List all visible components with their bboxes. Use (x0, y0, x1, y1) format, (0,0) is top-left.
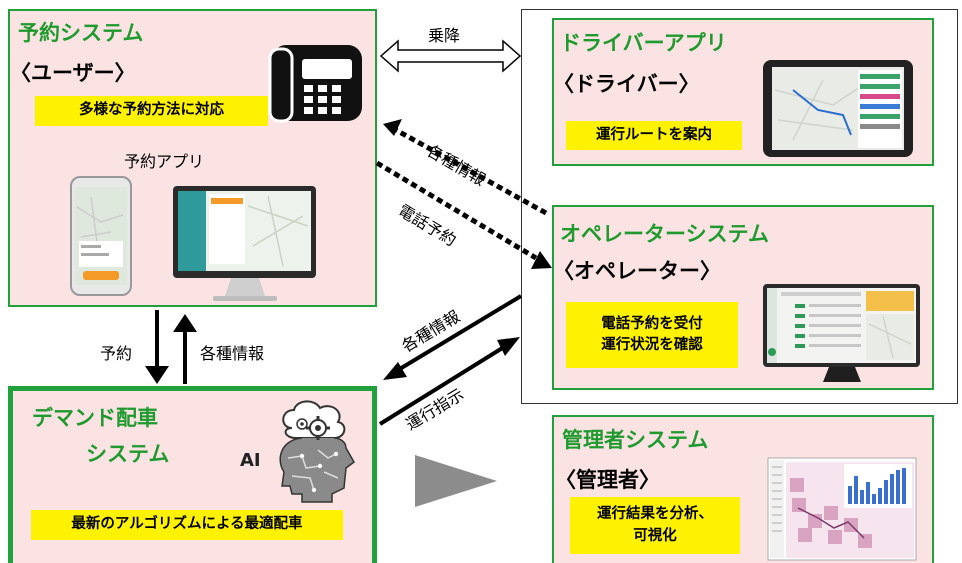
operation-order-label: 運行指示 (402, 384, 468, 434)
operator-feature: 電話予約を受付 運行状況を確認 (566, 302, 738, 368)
admin-role: 〈管理者〉 (555, 468, 660, 492)
dispatch-title-line2: システム (86, 442, 170, 466)
admin-feature: 運行結果を分析、 可視化 (570, 497, 740, 554)
ai-label: AI (240, 450, 261, 471)
operator-role: 〈オペレーター〉 (553, 259, 721, 283)
info-to-dispatch-label: 各種情報 (398, 306, 464, 356)
reservation-flow-label: 予約 (100, 344, 133, 363)
dispatch-feature: 最新のアルゴリズムによる最適配車 (31, 510, 343, 540)
ride-label: 乗降 (428, 26, 461, 45)
operator-system-title: オペレーターシステム (560, 222, 769, 246)
driver-role: 〈ドライバー〉 (553, 72, 700, 96)
reservation-feature: 多様な予約方法に対応 (35, 96, 268, 126)
reservation-app-label: 予約アプリ (124, 152, 205, 171)
dispatch-title-line1: デマンド配車 (32, 406, 158, 430)
driver-feature: 運行ルートを案内 (566, 121, 742, 150)
info-up-label: 各種情報 (200, 344, 265, 363)
info-up-arrow (173, 314, 197, 384)
reservation-system-title: 予約システム (18, 21, 144, 45)
reservation-down-arrow (145, 310, 169, 384)
admin-system-title: 管理者システム (562, 428, 709, 452)
phone-reservation-label: 電話予約 (394, 200, 460, 250)
info-to-user-label: 各種情報 (423, 141, 489, 190)
driver-app-title: ドライバーアプリ (560, 31, 727, 55)
reservation-role: 〈ユーザー〉 (10, 61, 136, 85)
